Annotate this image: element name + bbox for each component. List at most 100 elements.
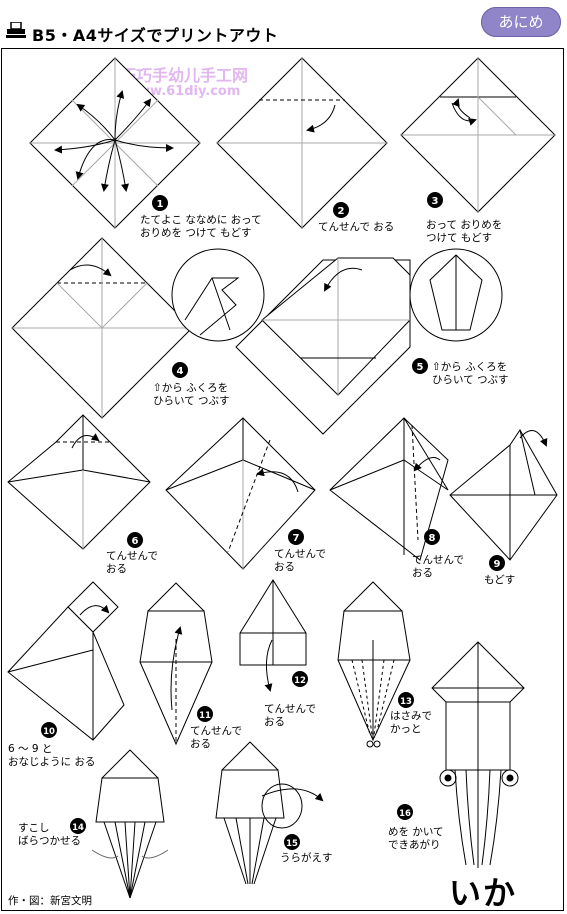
caption-line: てんせんで — [274, 548, 326, 560]
step-16-caption: めを かいて できあがり — [388, 826, 444, 852]
step-11-caption: てんせんで おる — [190, 725, 242, 751]
caption-line: おる — [190, 738, 211, 750]
step-number-16: 16 — [399, 809, 411, 819]
step-marker-4 — [172, 362, 188, 378]
step-2-figure — [216, 57, 388, 229]
step-10-caption: 6 ～ 9 と おなじように おる — [8, 743, 95, 769]
caption-line: おりめを つけて もどす — [140, 227, 252, 239]
caption-line: てんせんで おる — [318, 221, 395, 233]
step-8-figure — [329, 417, 449, 561]
step-number-11: 11 — [199, 711, 211, 721]
caption-line: もどす — [484, 574, 516, 586]
caption-line: うらがえす — [280, 852, 333, 864]
step-number-13: 13 — [400, 697, 412, 707]
caption-line: おる — [106, 563, 127, 575]
step-number-14: 14 — [72, 823, 84, 833]
caption-line: はさみで — [390, 710, 432, 722]
author-credit: 作・図：新宮文明 — [8, 895, 92, 907]
step-marker-5 — [412, 358, 428, 374]
step-4-figure — [11, 237, 265, 419]
step-12-figure — [239, 579, 307, 692]
step-1-figure — [29, 57, 201, 229]
printer-icon — [6, 22, 26, 38]
anime-badge-button[interactable]: あにめ — [481, 7, 561, 37]
step-number-12: 12 — [294, 676, 306, 686]
step-number-5: 5 — [417, 362, 424, 373]
step-5-caption: ⇧から ふくろを ひらいて つぶす — [432, 361, 509, 387]
caption-line: 6 ～ 9 と — [8, 743, 53, 755]
caption-line: おる — [274, 561, 295, 573]
caption-line: てんせんで — [190, 725, 242, 737]
caption-line: てんせんで — [412, 554, 464, 566]
step-number-3: 3 — [432, 196, 439, 207]
page-header: B5・A4サイズでプリントアウト あにめ — [0, 0, 567, 48]
step-number-4: 4 — [177, 366, 184, 377]
step-marker-10 — [41, 722, 57, 738]
caption-line: ひらいて つぶす — [153, 395, 230, 407]
step-marker-12 — [292, 671, 308, 687]
step-marker-1 — [152, 195, 168, 211]
step-number-2: 2 — [338, 206, 345, 217]
step-6-figure — [7, 414, 151, 550]
step-7-caption: てんせんで おる — [274, 548, 326, 574]
step-1-caption: たてよこ ななめに おって おりめを つけて もどす — [140, 214, 262, 240]
step-number-10: 10 — [43, 727, 55, 737]
step-marker-6 — [127, 532, 143, 548]
step-number-15: 15 — [286, 839, 298, 849]
step-marker-8 — [424, 529, 440, 545]
step-marker-14 — [70, 818, 86, 834]
step-16-figure — [431, 641, 525, 868]
caption-line: ⇧から ふくろを — [432, 361, 508, 373]
caption-line: できあがり — [388, 839, 441, 851]
result-title: いか — [449, 874, 518, 912]
caption-line: すこし — [18, 822, 50, 834]
caption-line: てんせんで — [264, 703, 316, 715]
step-6-caption: てんせんで おる — [106, 550, 158, 576]
caption-line: ばらつかせる — [18, 835, 81, 847]
step-14-figure — [91, 749, 169, 899]
step-marker-16 — [397, 804, 413, 820]
watermark-site-url: www.61diy.com — [126, 84, 241, 99]
step-8-caption: てんせんで おる — [412, 554, 464, 580]
caption-line: おる — [412, 567, 433, 579]
step-3-caption: おって おりめを つけて もどす — [426, 219, 502, 245]
step-14-caption: すこし ばらつかせる — [18, 822, 81, 848]
step-marker-7 — [288, 529, 304, 545]
step-10-figure — [7, 581, 125, 741]
step-2-caption: てんせんで おる — [318, 221, 394, 234]
step-5-figure — [235, 248, 503, 435]
step-15-caption: うらがえす — [280, 852, 333, 865]
step-marker-11 — [197, 706, 213, 722]
step-12-caption: てんせんで おる — [264, 703, 316, 729]
caption-line: おる — [264, 716, 285, 728]
caption-line: ひらいて つぶす — [432, 374, 509, 386]
watermark-site-name: 巧巧手幼儿手工网 — [120, 66, 249, 85]
step-15-figure — [215, 741, 324, 885]
step-number-markers — [41, 192, 505, 850]
caption-line: つけて もどす — [426, 232, 493, 244]
step-marker-3 — [427, 192, 443, 208]
step-9-figure — [449, 429, 558, 561]
caption-line: かっと — [390, 723, 422, 735]
step-11-figure — [139, 582, 213, 746]
step-marker-13 — [398, 692, 414, 708]
caption-line: おなじように おる — [8, 756, 96, 768]
step-3-figure — [400, 57, 556, 213]
step-9-caption: もどす — [484, 574, 515, 587]
step-13-caption: はさみで かっと — [390, 710, 432, 736]
caption-line: ⇧から ふくろを — [153, 382, 229, 394]
step-number-8: 8 — [429, 533, 436, 544]
step-7-figure — [165, 417, 316, 570]
step-number-1: 1 — [157, 199, 164, 210]
step-marker-9 — [489, 555, 505, 571]
step-marker-15 — [284, 834, 300, 850]
step-number-9: 9 — [494, 559, 501, 570]
diagram-frame — [1, 48, 564, 911]
caption-line: てんせんで — [106, 550, 158, 562]
step-13-figure — [337, 581, 411, 748]
step-marker-2 — [333, 202, 349, 218]
step-number-7: 7 — [293, 533, 300, 544]
caption-line: たてよこ ななめに おって — [140, 214, 262, 226]
page-title: B5・A4サイズでプリントアウト — [32, 26, 279, 45]
